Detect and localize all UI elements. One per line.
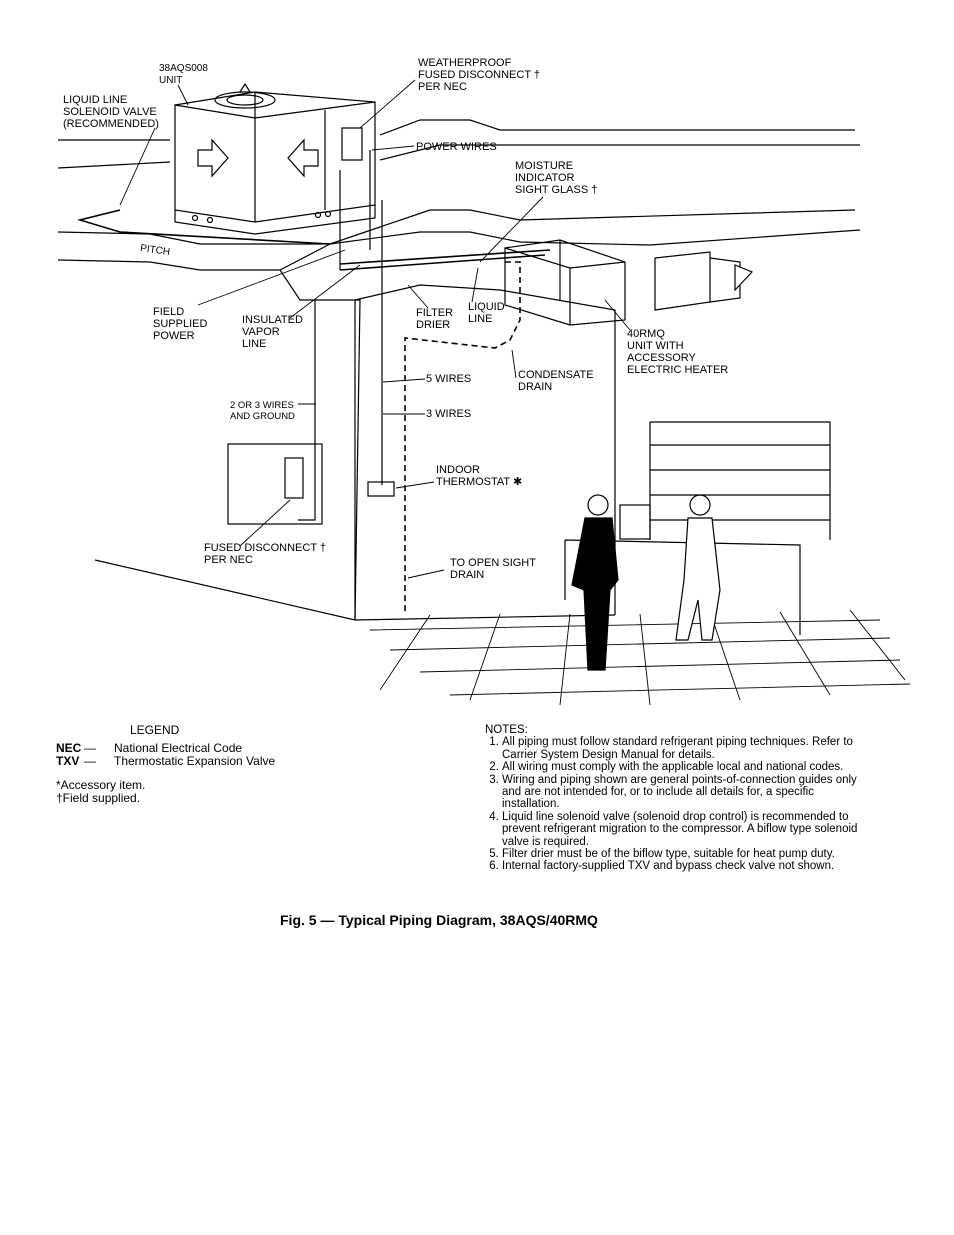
label-filter-drier: FILTER DRIER <box>416 307 454 331</box>
outdoor-unit-38aqs <box>174 82 376 235</box>
piping-diagram <box>57 79 911 706</box>
label-power-wires: POWER WIRES <box>416 141 497 153</box>
label-liquid-line: LIQUID LINE <box>468 301 505 325</box>
legend: NEC — National Electrical Code TXV — The… <box>56 742 275 804</box>
notes-title: NOTES: <box>485 724 528 736</box>
notes-list: All piping must follow standard refriger… <box>485 736 865 872</box>
label-2-3-wires: 2 OR 3 WIRES AND GROUND <box>230 400 295 422</box>
label-38aqs-unit: 38AQS008 UNIT <box>159 63 208 86</box>
label-weatherproof-disconnect: WEATHERPROOF FUSED DISCONNECT † PER NEC <box>418 57 541 93</box>
label-moisture-indicator: MOISTURE INDICATOR SIGHT GLASS † <box>515 160 598 196</box>
label-solenoid-valve: LIQUID LINE SOLENOID VALVE (RECOMMENDED) <box>63 94 159 130</box>
building-outline <box>57 119 861 621</box>
legend-entry: NEC — National Electrical Code <box>56 742 275 755</box>
label-open-sight-drain: TO OPEN SIGHT DRAIN <box>450 557 536 581</box>
legend-dash: — <box>84 741 96 755</box>
person-left <box>571 494 619 671</box>
label-fused-disconnect: FUSED DISCONNECT † PER NEC <box>204 542 327 566</box>
shelving <box>564 421 831 635</box>
legend-meaning: Thermostatic Expansion Valve <box>114 753 276 768</box>
legend-entry: TXV — Thermostatic Expansion Valve <box>56 753 276 768</box>
note-item: All wiring must comply with the applicab… <box>502 761 865 773</box>
legend-abbr: TXV <box>56 753 80 768</box>
leader-lines <box>119 79 631 579</box>
legend-meaning: National Electrical Code <box>114 741 243 755</box>
note-item: Wiring and piping shown are general poin… <box>502 774 865 811</box>
footnote-accessory: *Accessory item. <box>56 778 146 792</box>
legend-title: LEGEND <box>130 723 180 737</box>
piping <box>76 209 551 612</box>
figure-caption: Fig. 5 — Typical Piping Diagram, 38AQS/4… <box>280 912 598 928</box>
note-item: Internal factory-supplied TXV and bypass… <box>502 860 865 872</box>
label-vapor-line: INSULATED VAPOR LINE <box>242 314 303 350</box>
legend-abbr: NEC <box>56 741 82 755</box>
note-item: Liquid line solenoid valve (solenoid dro… <box>502 811 865 848</box>
note-item: All piping must follow standard refriger… <box>502 736 865 761</box>
footnote-field: †Field supplied. <box>56 790 141 805</box>
label-40rmq-unit: 40RMQ UNIT WITH ACCESSORY ELECTRIC HEATE… <box>627 328 729 376</box>
note-item: Filter drier must be of the biflow type,… <box>502 848 865 860</box>
label-field-power: FIELD SUPPLIED POWER <box>153 306 208 342</box>
label-3-wires: 3 WIRES <box>426 408 472 420</box>
label-indoor-thermostat: INDOOR THERMOSTAT ✱ <box>436 464 523 488</box>
indoor-unit-40rmq <box>504 239 754 326</box>
label-condensate-drain: CONDENSATE DRAIN <box>518 369 594 393</box>
legend-dash: — <box>84 753 96 768</box>
label-5-wires: 5 WIRES <box>426 373 472 385</box>
floor-grid <box>369 609 911 706</box>
wiring <box>227 150 395 525</box>
person-right <box>675 494 721 641</box>
notes: NOTES: All piping must follow standard r… <box>485 724 865 873</box>
